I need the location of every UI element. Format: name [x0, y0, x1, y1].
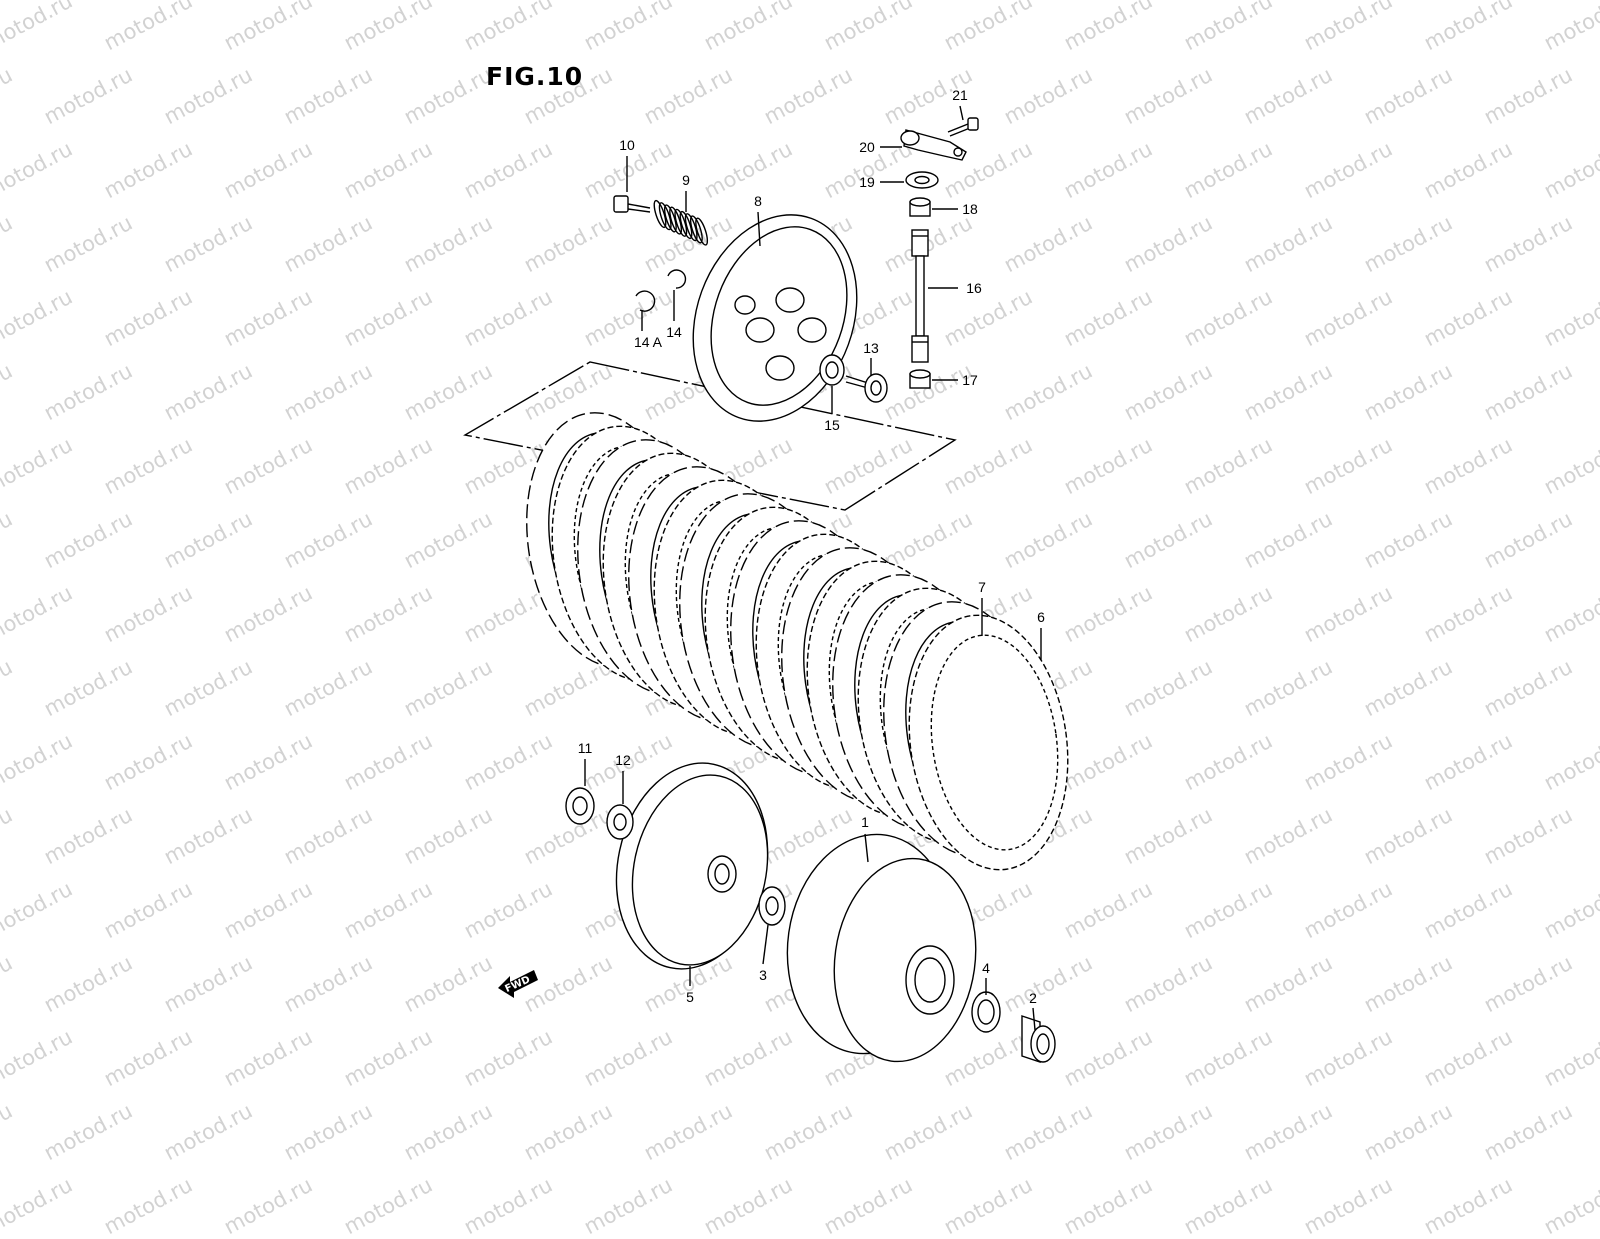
leader-line-21	[959, 105, 964, 121]
bolt-21	[947, 117, 979, 137]
callout-10: 10	[619, 137, 635, 153]
assembly-frame	[463, 361, 957, 511]
spring-9	[653, 199, 709, 246]
callout-18: 18	[962, 201, 978, 217]
leader-line-1	[864, 833, 869, 863]
fwd-label: FWD	[503, 974, 532, 996]
clutch-sleeve-hub-5	[615, 762, 769, 970]
oil-seal-19	[905, 171, 939, 189]
spacer-2	[1021, 1015, 1056, 1063]
callout-16: 16	[966, 280, 982, 296]
callout-9: 9	[682, 172, 690, 188]
callout-12: 12	[615, 752, 631, 768]
callout-13: 13	[863, 340, 879, 356]
callout-19: 19	[859, 174, 875, 190]
leader-line-2	[1032, 1007, 1036, 1031]
callout-leaders	[584, 105, 1042, 1031]
callout-5: 5	[686, 989, 694, 1005]
callout-4: 4	[982, 960, 990, 976]
lock-washer-12	[606, 804, 634, 840]
leader-line-8	[757, 211, 761, 247]
callout-6: 6	[1037, 609, 1045, 625]
push-piece-13	[845, 373, 888, 403]
nut-11	[565, 787, 595, 825]
fwd-arrow-icon	[498, 970, 538, 998]
callout-14a: 14 A	[633, 334, 663, 350]
callout-2: 2	[1029, 990, 1037, 1006]
bolt-10	[613, 195, 651, 213]
figure-title: FIG.10	[486, 62, 584, 91]
circlip-14a	[635, 290, 656, 312]
clutch-plate-stack	[526, 412, 1069, 871]
bearing-15	[819, 354, 845, 386]
callout-21: 21	[952, 87, 968, 103]
callout-14: 14	[666, 324, 682, 340]
callout-17: 17	[962, 372, 978, 388]
callout-11: 11	[577, 740, 593, 756]
release-arm-20	[900, 129, 967, 161]
bearing-18	[909, 197, 931, 217]
bearing-17	[909, 369, 931, 389]
callout-1: 1	[861, 814, 869, 830]
callout-7: 7	[978, 579, 986, 595]
leader-line-3	[762, 924, 769, 965]
pressure-plate-8	[692, 214, 858, 422]
exploded-view-drawing	[463, 105, 1069, 1063]
callout-8: 8	[754, 193, 762, 209]
callout-3: 3	[759, 967, 767, 983]
release-shaft-16	[911, 229, 929, 363]
callout-20: 20	[859, 139, 875, 155]
thrust-washer-3	[758, 886, 786, 926]
clutch-housing-1	[786, 833, 977, 1063]
circlip-14	[667, 269, 687, 289]
needle-bearing-4	[971, 991, 1001, 1033]
callout-15: 15	[824, 417, 840, 433]
